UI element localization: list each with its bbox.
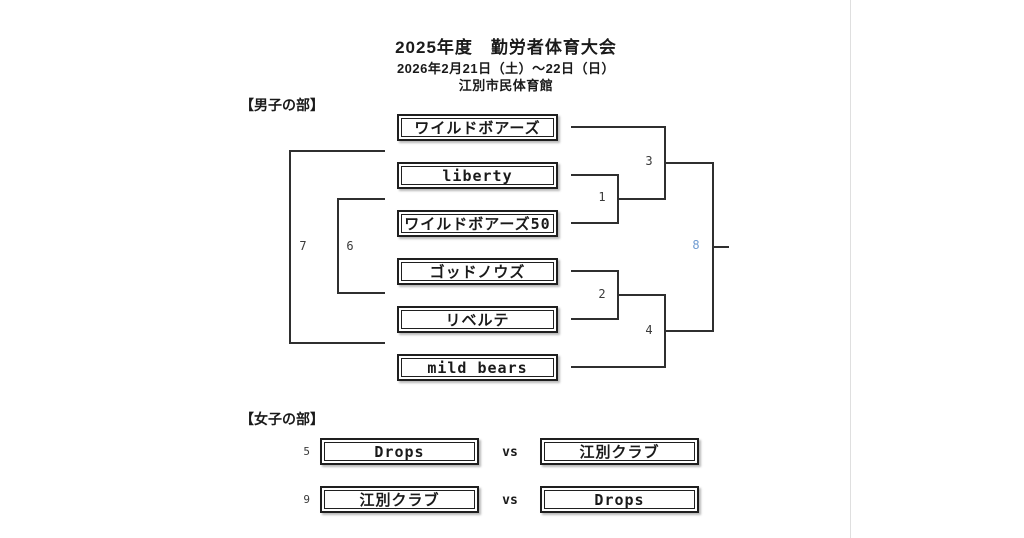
bracket-line bbox=[571, 366, 666, 368]
team-box: ワイルドボアーズ50 bbox=[397, 210, 558, 237]
vs-label: vs bbox=[502, 493, 518, 508]
match-number-6: 6 bbox=[346, 239, 354, 253]
match-number-4: 4 bbox=[645, 323, 653, 337]
bracket-line bbox=[289, 150, 385, 152]
bracket-line bbox=[664, 330, 714, 332]
team-box: 江別クラブ bbox=[540, 438, 699, 465]
vs-label: vs bbox=[502, 445, 518, 460]
bracket-line bbox=[712, 246, 729, 248]
match-number-7: 7 bbox=[299, 239, 307, 253]
match-number-1: 1 bbox=[598, 190, 606, 204]
bracket-line bbox=[337, 292, 385, 294]
match-number-8-final: 8 bbox=[692, 238, 700, 252]
bracket-line bbox=[571, 222, 619, 224]
event-venue: 江別市民体育館 bbox=[458, 78, 554, 93]
bracket-line bbox=[617, 294, 666, 296]
bracket-line bbox=[571, 318, 619, 320]
team-box: リベルテ bbox=[397, 306, 558, 333]
bracket-line bbox=[289, 342, 385, 344]
match-number-3: 3 bbox=[645, 154, 653, 168]
bracket-line bbox=[289, 150, 291, 344]
match-number-5: 5 bbox=[303, 445, 310, 458]
page-edge-line bbox=[850, 0, 851, 538]
event-date: 2026年2月21日（土）～22日（日） bbox=[396, 61, 616, 76]
team-box: mild bears bbox=[397, 354, 558, 381]
bracket-line bbox=[571, 270, 619, 272]
team-box: Drops bbox=[320, 438, 479, 465]
mens-section-label: 【男子の部】 bbox=[240, 97, 324, 113]
bracket-line bbox=[571, 174, 619, 176]
team-box: ワイルドボアーズ bbox=[397, 114, 558, 141]
team-box: liberty bbox=[397, 162, 558, 189]
bracket-line bbox=[664, 162, 714, 164]
team-box: 江別クラブ bbox=[320, 486, 479, 513]
bracket-line bbox=[571, 126, 666, 128]
match-number-9: 9 bbox=[303, 493, 310, 506]
bracket-line bbox=[617, 198, 666, 200]
bracket-line bbox=[337, 198, 385, 200]
match-number-2: 2 bbox=[598, 287, 606, 301]
team-box: ゴッドノウズ bbox=[397, 258, 558, 285]
bracket-line bbox=[337, 198, 339, 294]
team-box: Drops bbox=[540, 486, 699, 513]
womens-section-label: 【女子の部】 bbox=[240, 411, 324, 427]
page-title: 2025年度 勤労者体育大会 bbox=[395, 38, 617, 57]
